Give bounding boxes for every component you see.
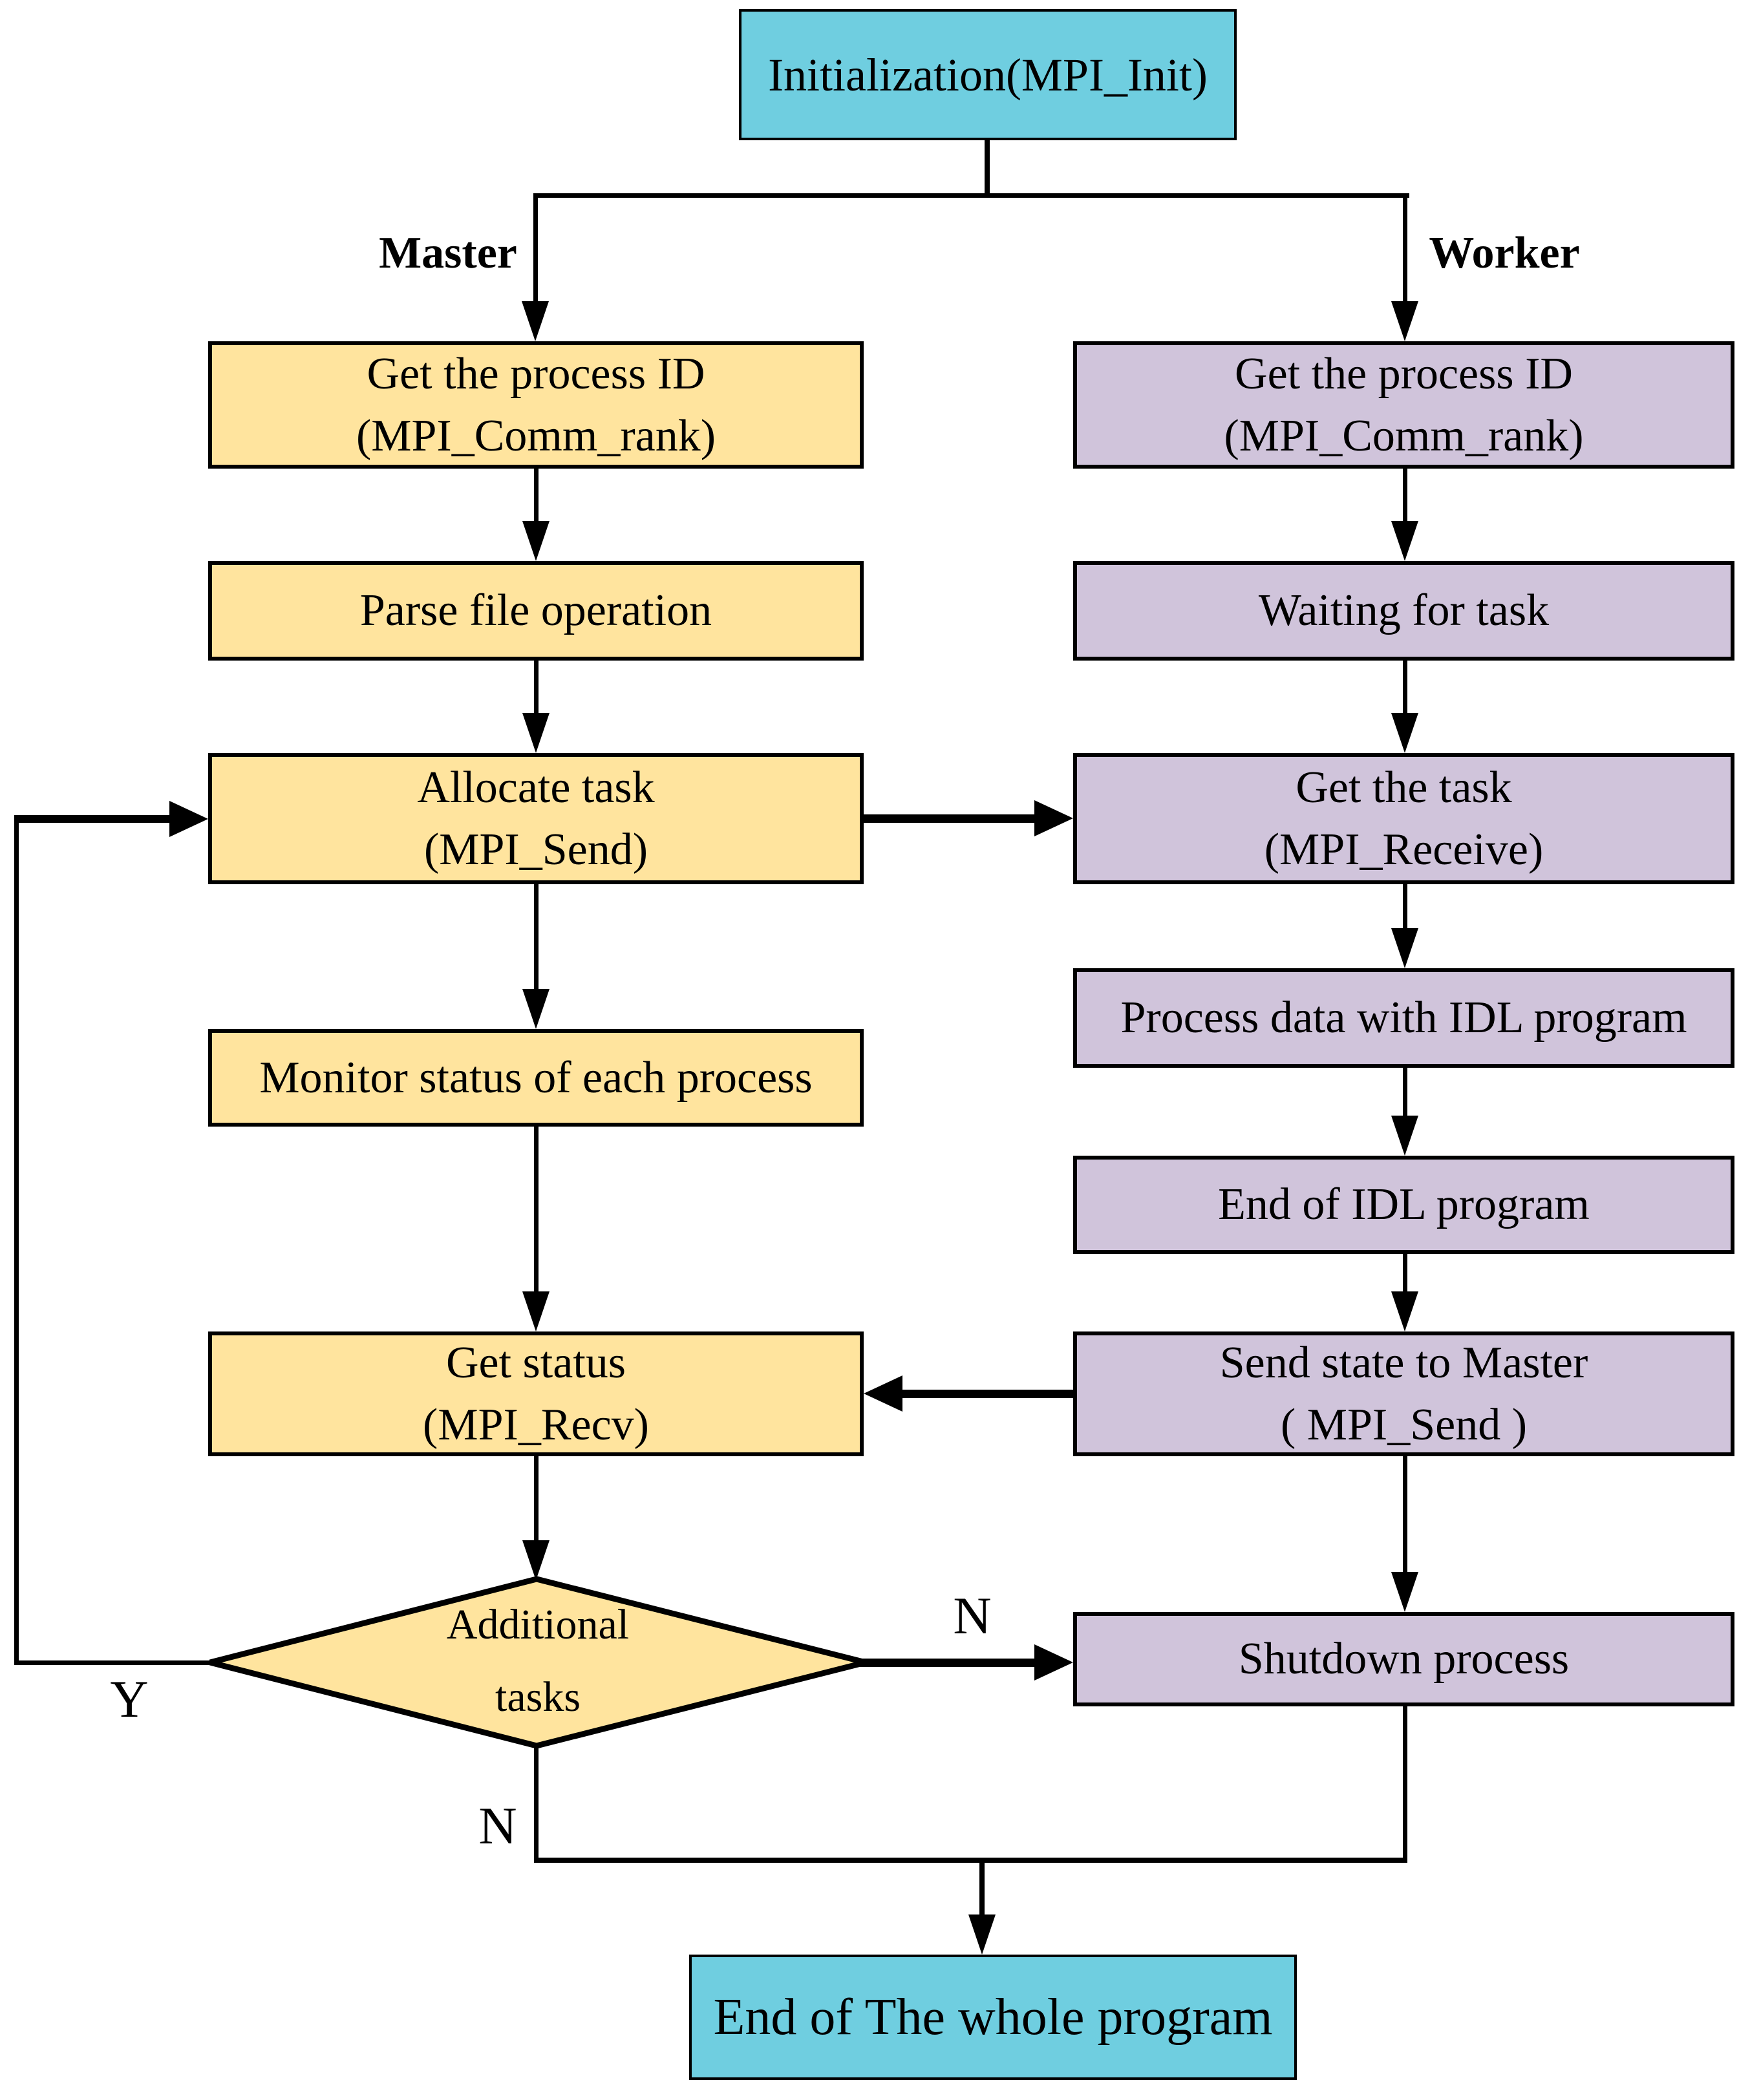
connector-shutdown-bottom: [1403, 1706, 1407, 1863]
step-label-line1: Allocate task: [417, 762, 655, 812]
arrowhead-w4-w5: [1391, 1116, 1418, 1156]
connector-loop-vertical: [14, 815, 19, 1665]
step-label-line1: Waiting for task: [1258, 586, 1550, 635]
start-node: Initialization(MPI_Init): [739, 9, 1237, 140]
end-node-label: End of The whole program: [713, 1989, 1273, 2046]
arrowhead-m4-m5: [522, 1291, 549, 1331]
arrowhead-sendstate-to-getstatus: [864, 1375, 902, 1412]
decision-label-line1: Additional: [446, 1601, 630, 1648]
master-step-monitor-status: Monitor status of each process: [208, 1029, 864, 1127]
worker-step-shutdown: Shutdown process: [1073, 1612, 1734, 1706]
master-branch-label: Master: [379, 228, 517, 278]
step-label-line1: Monitor status of each process: [259, 1052, 813, 1103]
master-step-allocate-task: Allocate task (MPI_Send): [208, 753, 864, 884]
connector-m4-m5: [534, 1127, 539, 1293]
step-label-line1: Get status: [445, 1337, 626, 1388]
arrowhead-worker-stem: [1391, 301, 1418, 341]
arrowhead-decision-to-shutdown: [1034, 1644, 1073, 1681]
arrowhead-m2-m3: [522, 713, 549, 753]
step-label-line1: Parse file operation: [359, 586, 712, 635]
connector-w3-w4: [1403, 884, 1407, 930]
arrowhead-loop-to-allocate: [169, 801, 208, 837]
connector-m2-m3: [534, 661, 539, 715]
decision-label: Additional tasks: [205, 1589, 871, 1734]
step-label-line2: (MPI_Send): [423, 824, 648, 875]
edge-label-no-right: N: [953, 1586, 992, 1645]
worker-step-process-data: Process data with IDL program: [1073, 968, 1734, 1068]
arrowhead-m5-decision: [522, 1540, 549, 1580]
step-label-line1: Shutdown process: [1238, 1634, 1570, 1684]
end-node: End of The whole program: [689, 1955, 1297, 2080]
connector-decision-bottom: [534, 1745, 539, 1863]
worker-step-get-the-task: Get the task (MPI_Receive): [1073, 753, 1734, 884]
connector-loop-bottom: [14, 1660, 212, 1665]
master-step-get-status: Get status (MPI_Recv): [208, 1331, 864, 1456]
connector-loop-top: [14, 815, 171, 823]
step-label-line2: (MPI_Comm_rank): [356, 410, 716, 461]
edge-label-yes: Y: [110, 1670, 149, 1728]
master-step-get-process-id: Get the process ID (MPI_Comm_rank): [208, 341, 864, 469]
step-label-line1: Get the process ID: [367, 348, 705, 399]
connector-decision-to-shutdown: [860, 1659, 1037, 1667]
arrowhead-w6-w7: [1391, 1572, 1418, 1612]
connector-bottom-join: [534, 1858, 1407, 1863]
connector-end-stem: [979, 1858, 985, 1916]
connector-allocate-to-gettask: [864, 814, 1037, 823]
connector-worker-stem: [1403, 193, 1407, 303]
arrowhead-master-stem: [522, 301, 549, 341]
connector-w6-w7: [1403, 1456, 1407, 1574]
connector-w5-w6: [1403, 1254, 1407, 1293]
connector-sendstate-to-getstatus: [902, 1390, 1076, 1398]
arrowhead-w1-w2: [1391, 521, 1418, 561]
worker-step-waiting-for-task: Waiting for task: [1073, 561, 1734, 661]
decision-diamond: [209, 1576, 867, 1749]
connector-m1-m2: [534, 469, 539, 523]
step-label-line2: (MPI_Recv): [423, 1399, 649, 1450]
decision-label-line2: tasks: [495, 1673, 581, 1721]
arrowhead-end-stem: [968, 1914, 996, 1955]
worker-step-send-state: Send state to Master ( MPI_Send ): [1073, 1331, 1734, 1456]
connector-w2-w3: [1403, 661, 1407, 715]
worker-branch-label: Worker: [1429, 228, 1580, 278]
worker-step-get-process-id: Get the process ID (MPI_Comm_rank): [1073, 341, 1734, 469]
arrowhead-allocate-to-gettask: [1034, 800, 1073, 836]
step-label-line1: End of IDL program: [1218, 1180, 1590, 1229]
step-label-line1: Process data with IDL program: [1120, 993, 1687, 1043]
arrowhead-w5-w6: [1391, 1291, 1418, 1331]
edge-label-no-bottom: N: [478, 1796, 517, 1855]
master-step-parse-file: Parse file operation: [208, 561, 864, 661]
arrowhead-w2-w3: [1391, 713, 1418, 753]
step-label-line1: Get the task: [1296, 762, 1512, 812]
worker-step-end-of-idl: End of IDL program: [1073, 1156, 1734, 1254]
step-label-line1: Get the process ID: [1235, 348, 1573, 399]
arrowhead-m1-m2: [522, 521, 549, 561]
start-node-label: Initialization(MPI_Init): [768, 48, 1208, 101]
connector-branch-horizontal: [533, 193, 1409, 198]
connector-master-stem: [533, 193, 538, 303]
step-label-line1: Send state to Master: [1219, 1337, 1588, 1388]
connector-w1-w2: [1403, 469, 1407, 523]
connector-m3-m4: [534, 884, 539, 991]
step-label-line2: ( MPI_Send ): [1280, 1399, 1528, 1450]
arrowhead-m3-m4: [522, 989, 549, 1029]
connector-m5-decision: [534, 1456, 539, 1542]
connector-init-stem: [985, 138, 990, 198]
arrowhead-w3-w4: [1391, 928, 1418, 968]
step-label-line2: (MPI_Comm_rank): [1224, 410, 1584, 461]
connector-w4-w5: [1403, 1068, 1407, 1118]
step-label-line2: (MPI_Receive): [1264, 824, 1544, 875]
